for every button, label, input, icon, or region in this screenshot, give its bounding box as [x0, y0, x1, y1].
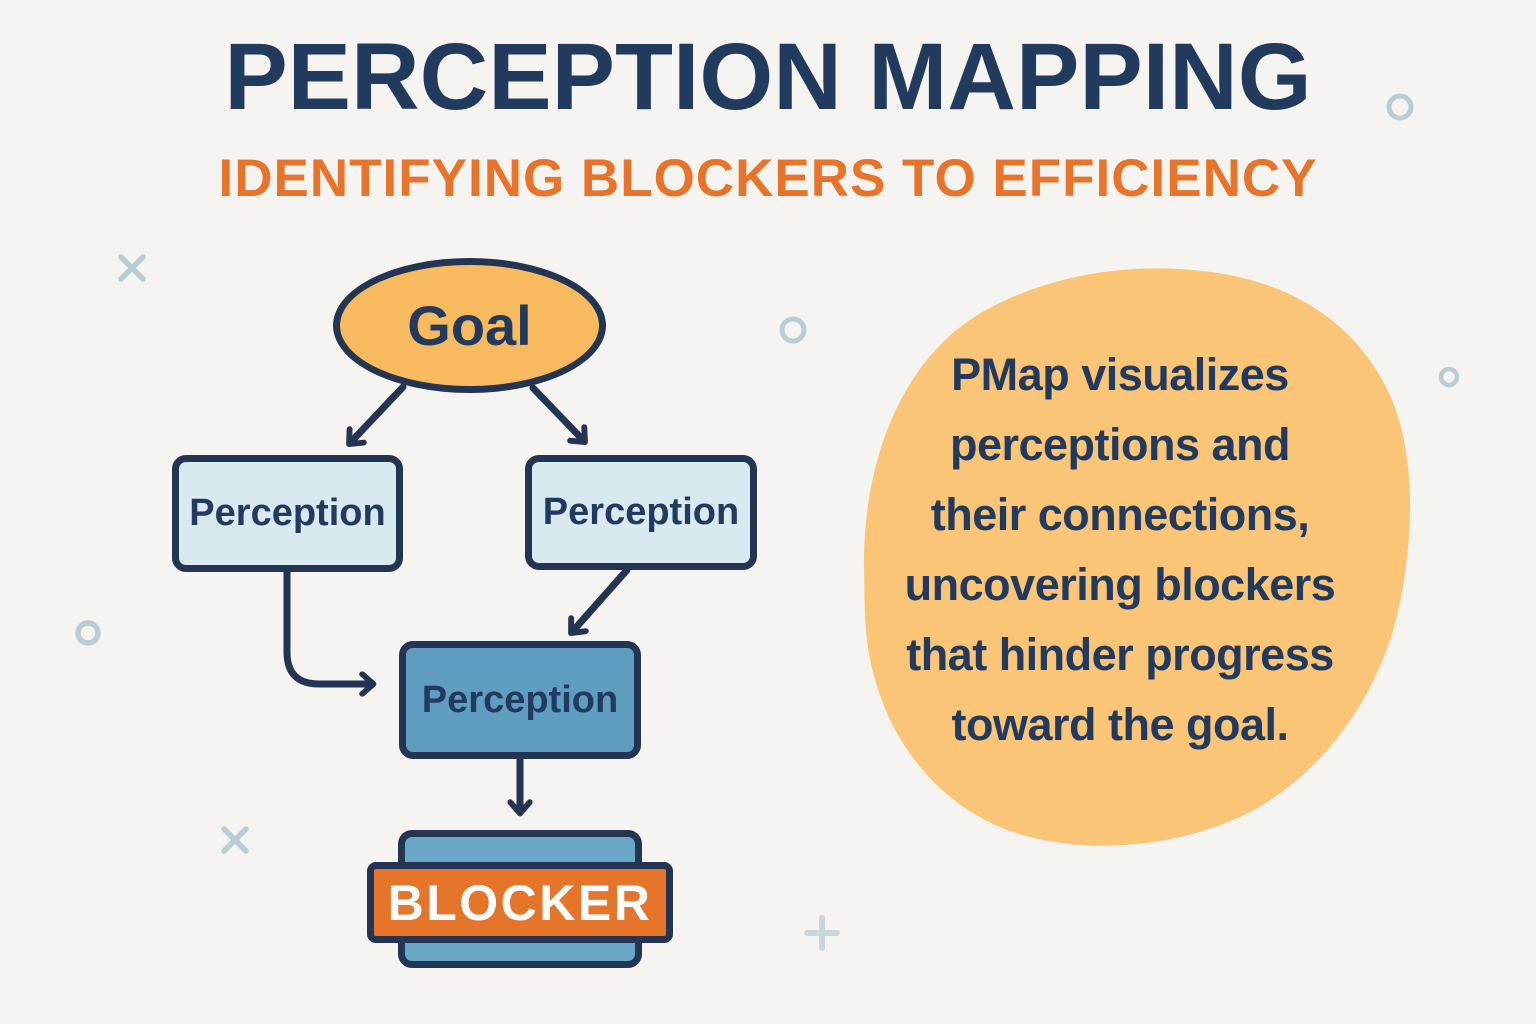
ring-decoration-center — [779, 316, 807, 344]
callout-line: that hinder progress — [906, 629, 1334, 680]
ring-decoration-left — [75, 620, 101, 646]
callout-line: PMap visualizes — [951, 349, 1289, 400]
perception-merge-label: Perception — [421, 678, 619, 721]
callout-line: their connections, — [930, 489, 1310, 540]
perception-right-node: Perception — [525, 455, 757, 570]
goal-node: Goal — [333, 258, 606, 393]
perception-merge-node: Perception — [399, 641, 641, 759]
perception-left-label: Perception — [189, 492, 386, 534]
perception-right-label: Perception — [542, 491, 740, 533]
blocker-label: BLOCKER — [387, 874, 653, 931]
callout-text: PMap visualizes perceptions and their co… — [855, 340, 1385, 760]
goal-node-label: Goal — [407, 294, 532, 357]
callout-blob-shape — [863, 268, 1411, 846]
ring-decoration-mid-right — [1438, 366, 1460, 388]
blocker-node: BLOCKER — [367, 862, 673, 943]
page-subtitle: IDENTIFYING BLOCKERS TO EFFICIENCY — [218, 149, 1318, 208]
cross-decoration-bottom-left — [221, 826, 249, 854]
plus-decoration-bottom-center — [804, 915, 840, 951]
cross-decoration-top-left — [118, 254, 146, 282]
page-title: PERCEPTION MAPPING — [224, 24, 1312, 130]
callout-line: toward the goal. — [951, 699, 1289, 750]
edge-goal-to-perception-left — [350, 383, 407, 443]
ring-decoration-top-right — [1386, 93, 1414, 121]
perception-left-node: Perception — [172, 455, 403, 572]
edge-perception-left-to-merge — [283, 568, 372, 684]
edge-perception-right-to-merge — [572, 566, 631, 632]
callout-line: uncovering blockers — [904, 559, 1336, 610]
edge-goal-to-perception-right — [529, 384, 584, 441]
callout-line: perceptions and — [949, 419, 1291, 470]
